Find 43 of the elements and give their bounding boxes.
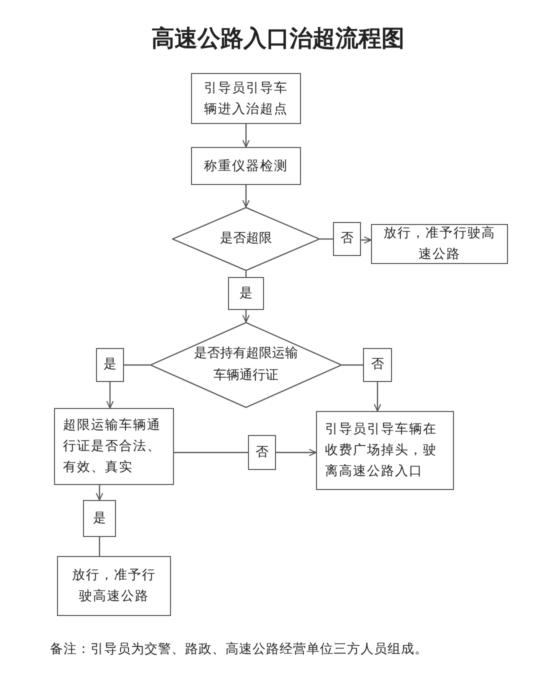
branch-label: 是 — [240, 284, 252, 303]
branch-label: 是 — [93, 510, 106, 528]
arrow — [106, 382, 114, 409]
branch-label: 否 — [371, 356, 384, 374]
step-text: 放行，准予行驶高速公路 — [71, 567, 157, 606]
note-text: 备注：引导员为交警、路政、高速公路经营单位三方人员组成。 — [50, 641, 428, 659]
step-text: 引导员引导车辆在收费广场掉头，驶离高速公路入口 — [325, 421, 438, 481]
step-text: 引导员引导车辆进入治超点 — [203, 80, 289, 118]
decision-text: 是否超限 — [219, 230, 273, 248]
process-box — [371, 224, 508, 264]
branch-label: 是 — [104, 356, 116, 374]
connector-line — [98, 537, 100, 556]
process-box — [316, 411, 454, 490]
branch-box — [228, 277, 264, 310]
branch-label: 否 — [256, 444, 268, 462]
connector-line — [342, 364, 363, 366]
process-box — [57, 556, 171, 616]
process-box — [191, 73, 301, 124]
arrow — [276, 448, 317, 456]
diagram-title: 高速公路入口治超流程图 — [150, 24, 406, 54]
process-box — [54, 408, 174, 485]
connector-line — [124, 364, 150, 366]
arrow — [96, 485, 104, 501]
arrow — [242, 185, 250, 208]
process-box — [191, 147, 301, 185]
step-text: 超限运输车辆通行证是否合法、有效、真实 — [63, 417, 162, 477]
decision-diamond — [150, 322, 342, 408]
arrow — [361, 236, 372, 244]
arrow — [242, 310, 250, 323]
branch-box — [248, 435, 276, 470]
branch-box — [83, 500, 116, 537]
branch-label: 否 — [340, 230, 354, 248]
branch-box — [363, 348, 392, 382]
connector-line — [320, 238, 333, 240]
decision-text: 是否持有超限运输车辆通行证 — [193, 345, 299, 385]
decision-diamond — [172, 207, 320, 271]
connector-line — [174, 452, 248, 454]
step-text: 称重仪器检测 — [204, 158, 288, 176]
branch-box — [333, 222, 361, 256]
arrow — [374, 382, 382, 412]
branch-box — [96, 348, 124, 382]
arrow — [242, 124, 250, 148]
step-text: 放行，准予行驶高速公路 — [382, 225, 496, 264]
